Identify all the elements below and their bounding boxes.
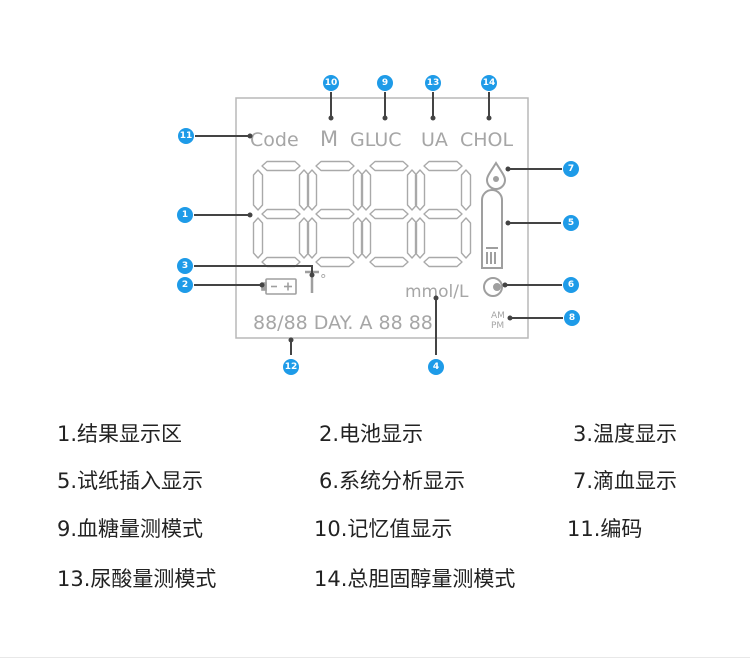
svg-text:5: 5 xyxy=(568,218,574,228)
digit-3-segment-6 xyxy=(360,217,372,259)
svg-text:9: 9 xyxy=(382,78,388,88)
digit-4-segment-7 xyxy=(460,217,472,259)
pm-label: PM xyxy=(491,321,504,331)
callout-14: 14 xyxy=(481,75,497,91)
callout-8: 8 xyxy=(564,310,580,326)
analysis-icon xyxy=(483,277,503,297)
digit-4-segment-4 xyxy=(414,169,426,211)
digit-4-segment-3 xyxy=(423,256,463,268)
legend-item-11: 11.编码 xyxy=(567,517,643,541)
test-strip-icon xyxy=(481,189,503,269)
callout-3: 3 xyxy=(177,258,193,274)
callout-4: 4 xyxy=(428,359,444,375)
callout-6: 6 xyxy=(563,277,579,293)
code-label: Code xyxy=(250,129,299,151)
memory-label: M xyxy=(320,127,338,151)
legend-item-7: 7.滴血显示 xyxy=(573,469,678,493)
date-time-label: 88/88 DAY. A 88 88 xyxy=(253,312,433,334)
callout-11: 11 xyxy=(178,128,194,144)
callout-2: 2 xyxy=(177,277,193,293)
digit-2-segment-7 xyxy=(352,217,364,259)
temperature-icon: ° xyxy=(305,270,327,293)
svg-text:1: 1 xyxy=(182,210,188,220)
svg-text:°: ° xyxy=(320,273,327,288)
battery-icon xyxy=(261,278,297,295)
lcd-diagram: Code M GLUC UA CHOL ° mmol/L 88/88 DAY. … xyxy=(177,75,580,375)
footer-divider xyxy=(0,657,750,658)
callout-5: 5 xyxy=(563,215,579,231)
blood-drop-core xyxy=(493,176,499,182)
digit-3-segment-2 xyxy=(369,208,409,220)
legend-item-1: 1.结果显示区 xyxy=(57,422,183,446)
digit-4-segment-2 xyxy=(423,208,463,220)
legend-item-2: 2.电池显示 xyxy=(319,422,424,446)
leader-line-3 xyxy=(194,265,313,275)
digit-2-segment-2 xyxy=(315,208,355,220)
digit-2-segment-5 xyxy=(352,169,364,211)
leader-lines xyxy=(194,92,563,355)
blood-drop-icon xyxy=(485,161,507,190)
cholesterol-label: CHOL xyxy=(460,129,514,151)
svg-text:7: 7 xyxy=(568,164,574,174)
digit-1-segment-1 xyxy=(261,160,301,172)
digit-1-segment-7 xyxy=(298,217,310,259)
legend-item-14: 14.总胆固醇量测模式 xyxy=(314,567,516,591)
digit-3-segment-7 xyxy=(406,217,418,259)
leader-dots xyxy=(247,115,513,343)
svg-text:8: 8 xyxy=(569,313,575,323)
result-digits xyxy=(252,160,472,268)
svg-text:14: 14 xyxy=(483,78,496,88)
callout-9: 9 xyxy=(377,75,393,91)
digit-2-segment-4 xyxy=(306,169,318,211)
legend-item-9: 9.血糖量测模式 xyxy=(57,517,204,541)
digit-2-segment-1 xyxy=(315,160,355,172)
lcd-frame xyxy=(235,97,529,339)
digit-2-segment-6 xyxy=(306,217,318,259)
glucose-label: GLUC xyxy=(350,129,402,151)
svg-text:4: 4 xyxy=(433,362,439,372)
callout-7: 7 xyxy=(563,161,579,177)
digit-3-segment-4 xyxy=(360,169,372,211)
callout-13: 13 xyxy=(425,75,441,91)
svg-text:3: 3 xyxy=(182,261,188,271)
digit-1-segment-2 xyxy=(261,208,301,220)
legend-item-3: 3.温度显示 xyxy=(573,422,678,446)
svg-text:12: 12 xyxy=(285,362,298,372)
am-label: AM xyxy=(491,311,505,321)
svg-text:6: 6 xyxy=(568,280,574,290)
svg-text:2: 2 xyxy=(182,280,188,290)
digit-3-segment-3 xyxy=(369,256,409,268)
callout-10: 10 xyxy=(323,75,339,91)
digit-4-segment-1 xyxy=(423,160,463,172)
callout-12: 12 xyxy=(283,359,299,375)
svg-text:10: 10 xyxy=(325,78,338,88)
svg-text:11: 11 xyxy=(180,131,193,141)
digit-3-segment-5 xyxy=(406,169,418,211)
digit-4-segment-5 xyxy=(460,169,472,211)
uric-acid-label: UA xyxy=(421,129,448,151)
digit-3-segment-1 xyxy=(369,160,409,172)
digit-1-segment-5 xyxy=(298,169,310,211)
unit-label: mmol/L xyxy=(405,282,469,302)
callout-1: 1 xyxy=(177,207,193,223)
digit-4-segment-6 xyxy=(414,217,426,259)
digit-1-segment-6 xyxy=(252,217,264,259)
digit-1-segment-4 xyxy=(252,169,264,211)
svg-text:13: 13 xyxy=(427,78,440,88)
legend-item-10: 10.记忆值显示 xyxy=(314,517,453,541)
digit-2-segment-3 xyxy=(315,256,355,268)
legend-item-6: 6.系统分析显示 xyxy=(319,469,466,493)
legend-item-13: 13.尿酸量测模式 xyxy=(57,567,217,591)
legend-item-5: 5.试纸插入显示 xyxy=(57,469,204,493)
